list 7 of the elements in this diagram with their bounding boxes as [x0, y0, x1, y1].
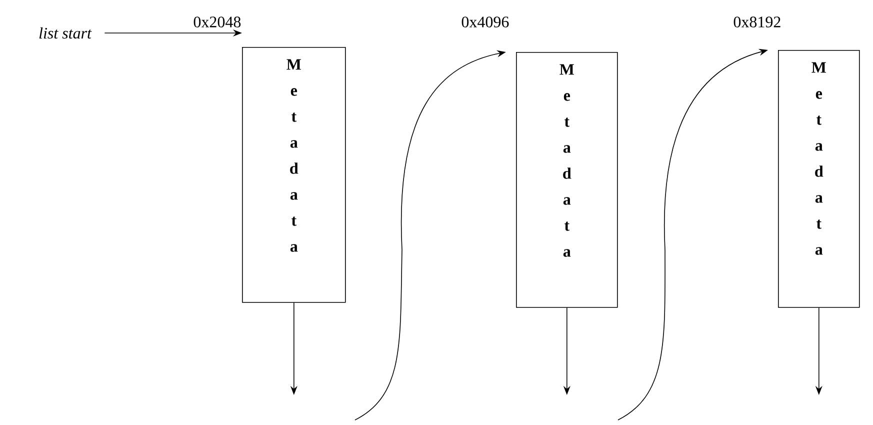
metadata-box: Metadata	[516, 52, 618, 308]
address-label: 0x8192	[734, 16, 780, 28]
metadata-box: Metadata	[242, 47, 346, 303]
list-start-label: list start	[39, 27, 92, 39]
address-label: 0x4096	[462, 16, 509, 28]
address-label: 0x2048	[194, 16, 241, 28]
metadata-box: Metadata	[778, 50, 860, 308]
